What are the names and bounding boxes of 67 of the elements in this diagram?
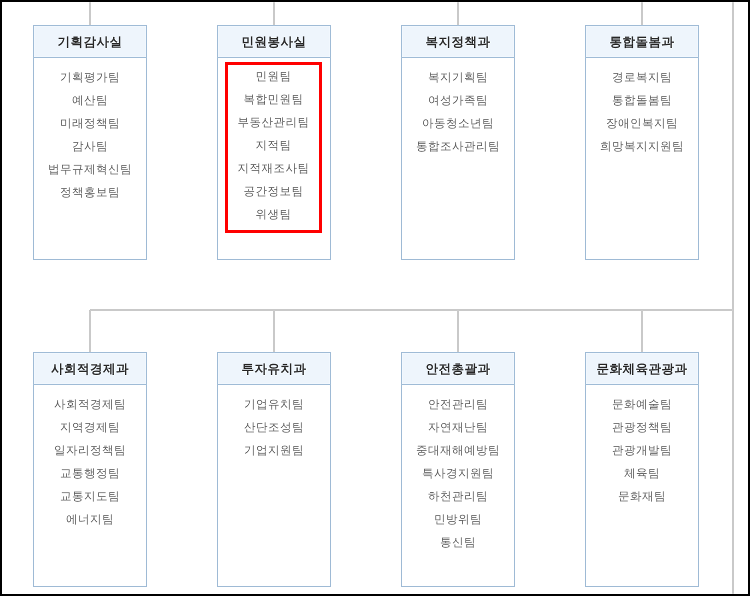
department-header: 통합돌봄과 [586,26,698,58]
team-label: 법무규제혁신팀 [47,161,133,177]
department-header: 안전총괄과 [402,353,514,385]
team-label: 중대재해예방팀 [415,442,501,458]
team-label: 위생팀 [254,206,292,222]
team-label: 체육팀 [623,465,661,481]
team-label: 교통행정팀 [59,465,121,481]
team-label: 산단조성팀 [243,419,305,435]
department-box [585,25,699,260]
team-label: 기획평가팀 [59,69,121,85]
department-box [217,352,331,587]
connector-line [641,310,643,352]
team-label: 통신팀 [439,534,477,550]
department-box [401,25,515,260]
team-label: 일자리정책팀 [53,442,127,458]
team-label: 아동청소년팀 [421,115,495,131]
team-label: 공간정보팀 [242,183,304,199]
department-box [585,352,699,587]
team-label: 민원팀 [254,68,292,84]
team-label: 사회적경제팀 [53,396,127,412]
connector-line [89,310,91,352]
team-label: 기업지원팀 [243,442,305,458]
department-header: 문화체육관광과 [586,353,698,385]
team-label: 지적재조사팀 [236,160,310,176]
department-header: 기획감사실 [34,26,146,58]
department-header: 투자유치과 [218,353,330,385]
team-label: 부동산관리팀 [236,114,310,130]
connector-line [457,310,459,352]
team-label: 정책홍보팀 [59,184,121,200]
team-label: 미래정책팀 [59,115,121,131]
department-header: 사회적경제과 [34,353,146,385]
connector-line [457,0,459,25]
department-box [33,352,147,587]
department-box [401,352,515,587]
team-label: 복합민원팀 [242,91,304,107]
team-label: 통합조사관리팀 [415,138,501,154]
team-label: 특사경지원팀 [421,465,495,481]
team-label: 복지기획팀 [427,69,489,85]
department-box [33,25,147,260]
team-label: 감사팀 [71,138,109,154]
team-label: 여성가족팀 [427,92,489,108]
team-label: 통합돌봄팀 [611,92,673,108]
department-header: 복지정책과 [402,26,514,58]
team-label: 지적팀 [254,137,292,153]
connector-line [641,0,643,25]
team-label: 안전관리팀 [427,396,489,412]
team-label: 민방위팀 [433,511,483,527]
team-label: 경로복지팀 [611,69,673,85]
team-label: 교통지도팀 [59,488,121,504]
team-label: 에너지팀 [65,511,115,527]
connector-line [89,0,91,25]
team-label: 문화예술팀 [611,396,673,412]
team-label: 예산팀 [71,92,109,108]
team-label: 기업유치팀 [243,396,305,412]
team-label: 희망복지지원팀 [599,138,685,154]
team-label: 지역경제팀 [59,419,121,435]
team-label: 관광개발팀 [611,442,673,458]
highlight-box [225,62,322,233]
team-label: 하천관리팀 [427,488,489,504]
connector-line [273,0,275,25]
connector-line [273,310,275,352]
team-label: 자연재난팀 [427,419,489,435]
department-box [217,25,331,260]
team-label: 관광정책팀 [611,419,673,435]
team-label: 장애인복지팀 [605,115,679,131]
team-label: 문화재팀 [617,488,667,504]
department-header: 민원봉사실 [218,26,330,58]
